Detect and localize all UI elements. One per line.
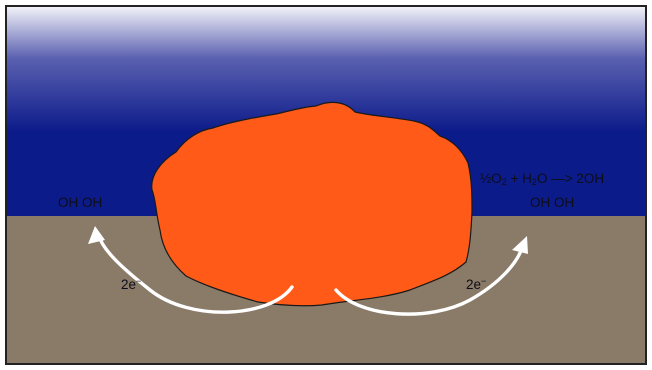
hydroxide-label-left: OH OH xyxy=(58,196,102,210)
hydroxide-label-right: OH OH xyxy=(530,196,574,210)
electron-label-right: 2e− xyxy=(466,278,486,292)
electron-label-left: 2e− xyxy=(121,278,141,292)
reaction-equation: ½O2 + H2O —> 2OH xyxy=(480,172,604,186)
metal-particle xyxy=(152,102,472,305)
